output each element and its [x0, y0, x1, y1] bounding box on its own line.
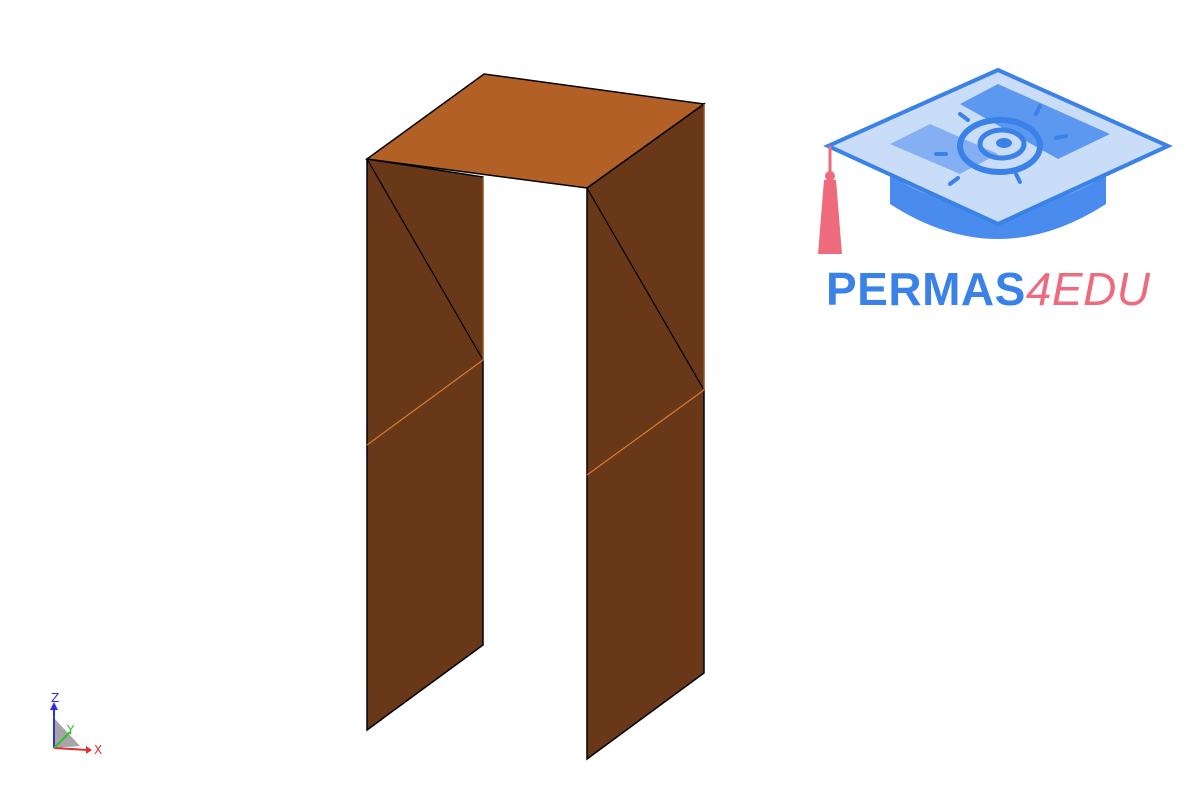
permas4edu-logo [818, 67, 1173, 254]
axis-triad[interactable]: Z Y X [40, 688, 120, 760]
right-panel[interactable] [586, 102, 705, 761]
left-panel[interactable] [366, 158, 484, 732]
z-axis-label: Z [51, 691, 59, 705]
right-panel-diagonal [586, 187, 705, 391]
brand-accent: 4EDU [1025, 263, 1151, 315]
y-axis-label: Y [66, 723, 75, 737]
x-axis-label: X [94, 743, 102, 757]
x-axis [53, 747, 89, 751]
y-axis [53, 731, 71, 749]
left-panel-diagonal [366, 158, 484, 361]
tassel [818, 180, 842, 254]
brand-main: PERMAS [826, 263, 1026, 315]
left-panel-mesh-line [366, 359, 484, 446]
brand-wordmark: PERMAS4EDU [826, 266, 1151, 312]
mortarboard [823, 67, 1173, 227]
right-panel-mesh-line [586, 389, 705, 476]
